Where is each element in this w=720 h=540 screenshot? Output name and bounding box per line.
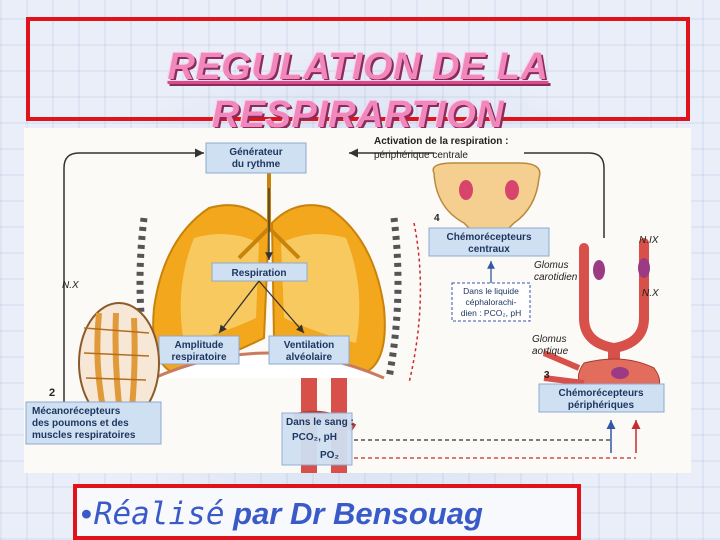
glomus-carotid-line-1: Glomus bbox=[534, 260, 568, 271]
blood-box bbox=[281, 412, 353, 466]
respiration-label: Respiration bbox=[231, 268, 286, 279]
ventilation-line-2: alvéolaire bbox=[286, 352, 333, 363]
chemo-central-line-1: Chémorécepteurs bbox=[446, 232, 531, 243]
generator-line-1: Générateur bbox=[229, 147, 282, 158]
nerve-x-right: N.X bbox=[642, 288, 659, 299]
respiration-diagram: Générateur du rythme Activation de la re… bbox=[24, 128, 691, 473]
blood-line-3: PO₂ bbox=[320, 450, 339, 461]
amplitude-box bbox=[158, 335, 240, 365]
blood-line-1: Dans le sang : bbox=[286, 417, 354, 428]
mechano-line-2: des poumons et des bbox=[32, 418, 129, 429]
author-credit-verb: Réalisé bbox=[93, 496, 225, 532]
chemo-peripheral-box bbox=[538, 383, 665, 413]
feedback-loop-line bbox=[63, 148, 204, 428]
ventilation-line-1: Ventilation bbox=[284, 340, 335, 351]
generator-line-2: du rythme bbox=[232, 159, 281, 170]
brainstem-illustration bbox=[432, 162, 541, 234]
number-2: 2 bbox=[49, 387, 55, 399]
csf-line-1: Dans le liquide bbox=[463, 286, 519, 296]
chemo-peripheral-line-1: Chémorécepteurs bbox=[558, 388, 643, 399]
chemo-peripheral-line-2: périphériques bbox=[568, 400, 635, 411]
activation-title: Activation de la respiration : bbox=[374, 136, 508, 147]
slide-title: REGULATION DE LA RESPIRARTION bbox=[30, 43, 686, 139]
number-4: 4 bbox=[434, 213, 440, 224]
author-credit: •Réalisé par Dr Bensouag bbox=[81, 496, 483, 532]
amplitude-line-1: Amplitude bbox=[175, 340, 224, 351]
glomus-carotid-line-2: carotidien bbox=[534, 272, 578, 283]
nerve-ix: N.IX bbox=[639, 235, 659, 246]
title-line-1: REGULATION DE LA bbox=[167, 46, 549, 88]
mechano-line-3: muscles respiratoires bbox=[32, 430, 136, 441]
author-credit-name: par Dr Bensouag bbox=[224, 496, 483, 531]
glomus-aortic-line-1: Glomus bbox=[532, 334, 566, 345]
csf-line-3: dien : PCO₂, pH bbox=[461, 308, 521, 318]
activation-subtitle: périphérique centrale bbox=[374, 150, 468, 161]
mechanoreceptor-box bbox=[25, 401, 162, 445]
csf-line-2: céphalorachi- bbox=[465, 297, 516, 307]
glomus-aortic-line-2: aortique bbox=[532, 346, 569, 357]
ventilation-box bbox=[268, 335, 350, 365]
bullet-icon: • bbox=[81, 496, 92, 531]
nerve-x-left: N.X bbox=[62, 280, 79, 291]
chemo-central-box bbox=[428, 227, 550, 257]
blood-line-2: PCO₂, pH bbox=[292, 432, 337, 443]
title-frame: REGULATION DE LA RESPIRARTION bbox=[26, 17, 690, 136]
diagram-svg: Générateur du rythme Activation de la re… bbox=[25, 136, 665, 473]
csf-box bbox=[451, 282, 531, 322]
chemo-central-line-2: centraux bbox=[468, 244, 510, 255]
generator-box bbox=[205, 142, 307, 174]
amplitude-line-2: respiratoire bbox=[171, 352, 226, 363]
footer-frame: •Réalisé par Dr Bensouag bbox=[73, 484, 581, 540]
number-3: 3 bbox=[544, 370, 550, 381]
mechano-line-1: Mécanorécepteurs bbox=[32, 406, 121, 417]
peripheral-feedback-line bbox=[524, 152, 605, 238]
